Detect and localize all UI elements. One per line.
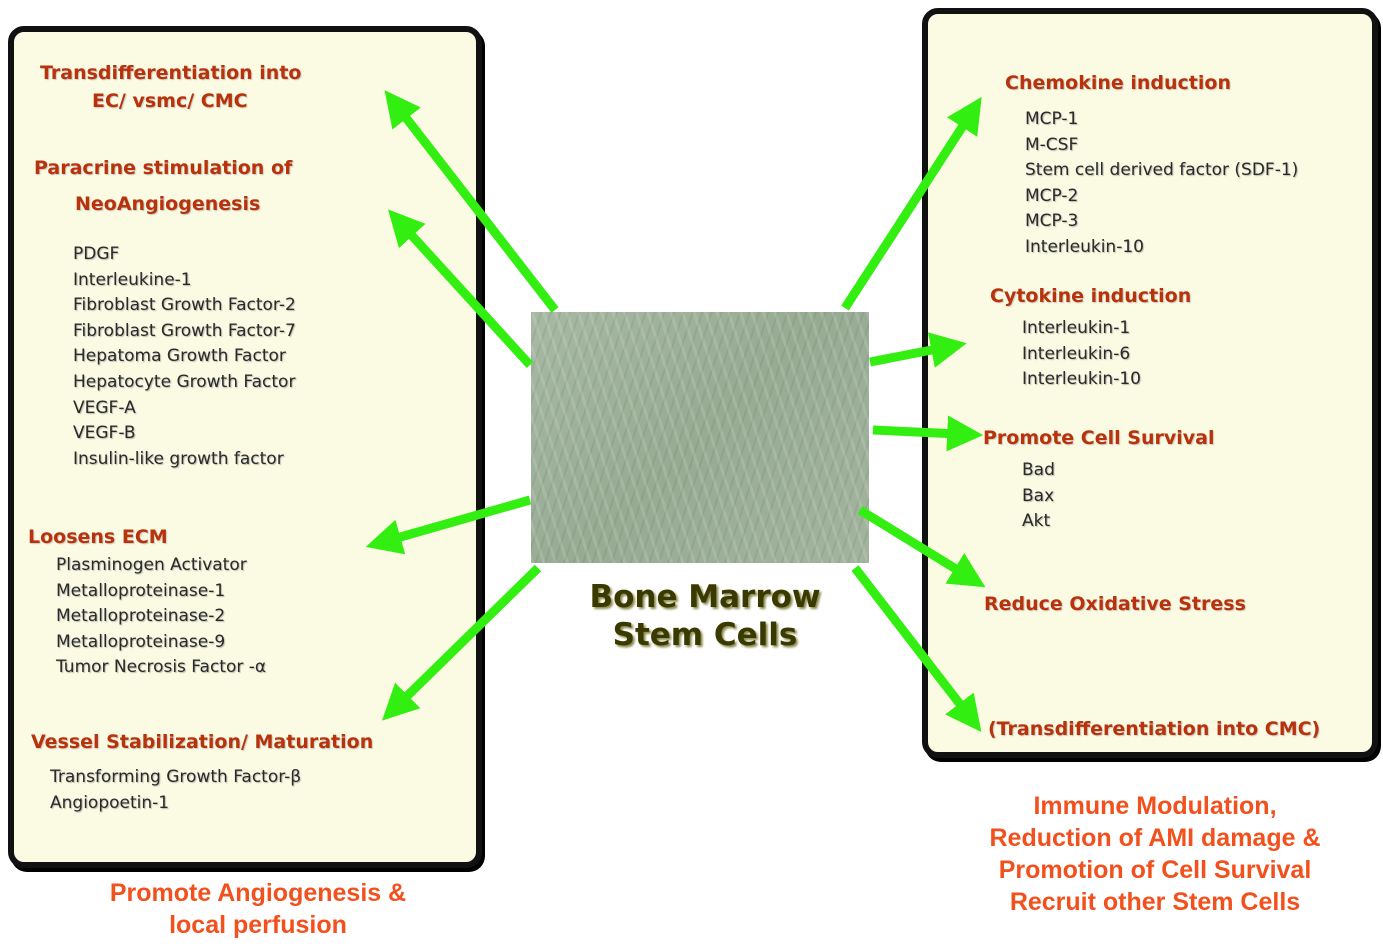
survival-list: Bad Bax Akt xyxy=(1022,458,1055,535)
left-ecm-heading: Loosens ECM xyxy=(28,526,168,548)
arrow-to-chemokine xyxy=(845,118,968,308)
list-item: Fibroblast Growth Factor-2 xyxy=(73,293,296,319)
list-item: Hepatoma Growth Factor xyxy=(73,344,296,370)
list-item: M-CSF xyxy=(1025,133,1298,159)
center-title: Bone Marrow Stem Cells xyxy=(540,578,870,654)
arrow-to-oxidative xyxy=(860,510,964,574)
list-item: Bad xyxy=(1022,458,1055,484)
list-item: VEGF-A xyxy=(73,396,296,422)
list-item: Stem cell derived factor (SDF-1) xyxy=(1025,158,1298,184)
list-item: Bax xyxy=(1022,484,1055,510)
arrow-to-vessel xyxy=(400,568,538,703)
list-item: MCP-3 xyxy=(1025,209,1298,235)
vessel-factor-list: Transforming Growth Factor-β Angiopoetin… xyxy=(50,765,301,816)
arrow-to-transdifferentiation xyxy=(400,110,555,310)
list-item: Interleukin-10 xyxy=(1022,367,1141,393)
list-item: Angiopoetin-1 xyxy=(50,791,301,817)
chemokine-list: MCP-1 M-CSF Stem cell derived factor (SD… xyxy=(1025,107,1298,261)
left-paracrine-line1: Paracrine stimulation of xyxy=(34,157,292,179)
cytokine-list: Interleukin-1 Interleukin-6 Interleukin-… xyxy=(1022,316,1141,393)
left-paracrine-line2: NeoAngiogenesis xyxy=(75,193,260,215)
arrow-to-survival xyxy=(873,430,958,434)
list-item: VEGF-B xyxy=(73,421,296,447)
left-transdiff-line1: Transdifferentiation into xyxy=(40,62,301,84)
ecm-factor-list: Plasminogen Activator Metalloproteinase-… xyxy=(56,553,266,681)
list-item: Interleukin-10 xyxy=(1025,235,1298,261)
list-item: Akt xyxy=(1022,509,1055,535)
right-survival-heading: Promote Cell Survival xyxy=(983,427,1214,449)
list-item: Insulin-like growth factor xyxy=(73,447,296,473)
right-cytokine-heading: Cytokine induction xyxy=(990,285,1191,307)
list-item: Tumor Necrosis Factor -α xyxy=(56,655,266,681)
list-item: Interleukine-1 xyxy=(73,268,296,294)
left-transdiff-line2: EC/ vsmc/ CMC xyxy=(92,90,248,112)
paracrine-factor-list: PDGF Interleukine-1 Fibroblast Growth Fa… xyxy=(73,242,296,472)
list-item: Metalloproteinase-9 xyxy=(56,630,266,656)
left-vessel-heading: Vessel Stabilization/ Maturation xyxy=(31,731,373,753)
arrow-to-ecm xyxy=(390,500,530,540)
list-item: Hepatocyte Growth Factor xyxy=(73,370,296,396)
left-caption-line1: Promote Angiogenesis & xyxy=(48,877,468,909)
left-caption-line2: local perfusion xyxy=(48,909,468,941)
right-caption-line3: Promotion of Cell Survival xyxy=(940,854,1370,886)
right-chemokine-heading: Chemokine induction xyxy=(1005,72,1231,94)
list-item: Fibroblast Growth Factor-7 xyxy=(73,319,296,345)
list-item: Plasminogen Activator xyxy=(56,553,266,579)
right-caption-line2: Reduction of AMI damage & xyxy=(940,822,1370,854)
center-title-line1: Bone Marrow xyxy=(540,578,870,616)
right-caption-line1: Immune Modulation, xyxy=(940,790,1370,822)
right-caption-line4: Recruit other Stem Cells xyxy=(940,886,1370,918)
center-title-line2: Stem Cells xyxy=(540,616,870,654)
right-transdiff-cmc-heading: (Transdifferentiation into CMC) xyxy=(988,718,1320,740)
list-item: Interleukin-1 xyxy=(1022,316,1141,342)
list-item: PDGF xyxy=(73,242,296,268)
list-item: MCP-1 xyxy=(1025,107,1298,133)
list-item: Interleukin-6 xyxy=(1022,342,1141,368)
list-item: Metalloproteinase-2 xyxy=(56,604,266,630)
right-oxidative-heading: Reduce Oxidative Stress xyxy=(984,593,1246,615)
list-item: MCP-2 xyxy=(1025,184,1298,210)
arrow-to-transdiff-cmc xyxy=(855,568,966,712)
arrow-to-cytokine xyxy=(870,348,942,362)
left-caption: Promote Angiogenesis & local perfusion xyxy=(48,877,468,941)
right-caption: Immune Modulation, Reduction of AMI dama… xyxy=(940,790,1370,918)
list-item: Metalloproteinase-1 xyxy=(56,579,266,605)
list-item: Transforming Growth Factor-β xyxy=(50,765,301,791)
